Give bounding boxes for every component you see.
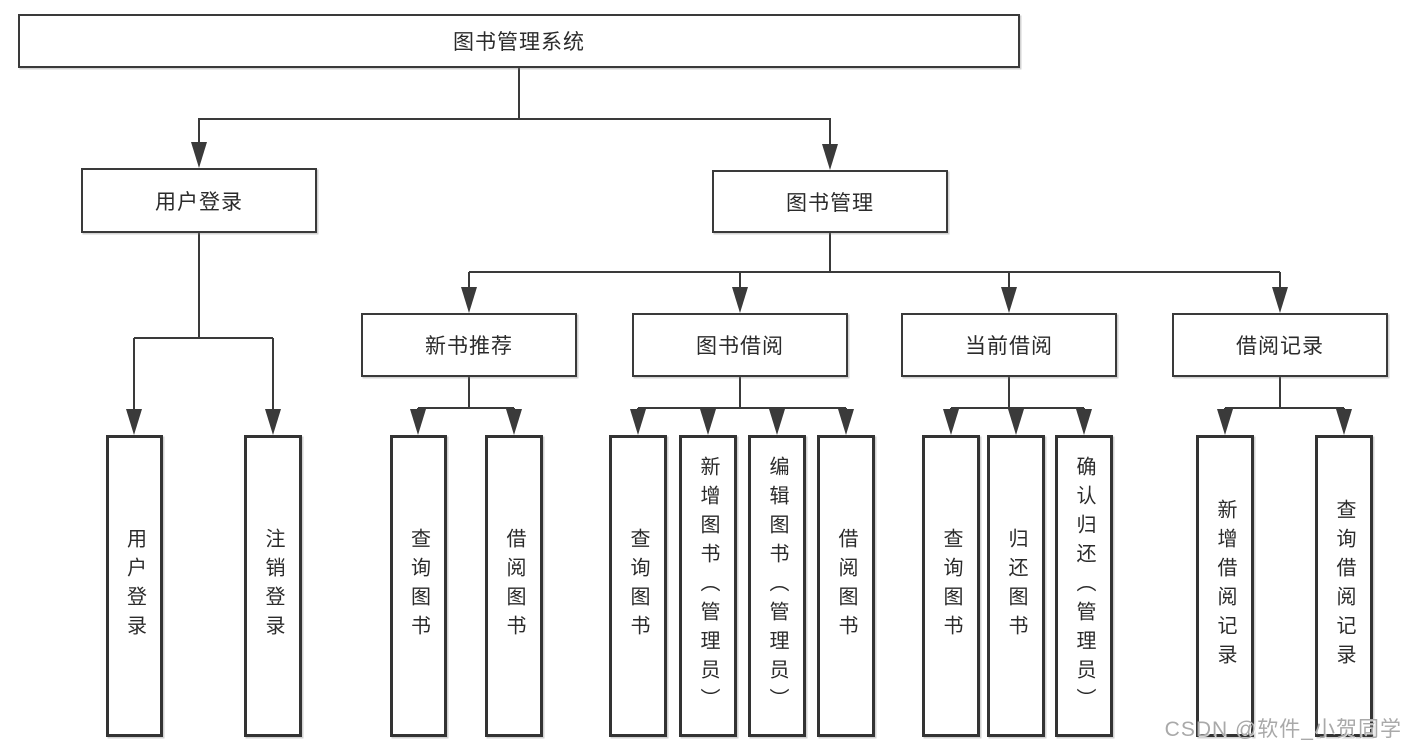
leaf-borrow-query-book-label: 查询图书 [627,528,649,644]
node-new-book-recommend: 新书推荐 [361,313,577,377]
leaf-logout: 注销登录 [244,435,302,737]
leaf-current-return-book: 归还图书 [987,435,1045,737]
leaf-borrow-borrow-book: 借阅图书 [817,435,875,737]
arrowheads [126,142,1352,435]
node-borrow-record: 借阅记录 [1172,313,1388,377]
node-current-borrow: 当前借阅 [901,313,1117,377]
leaf-borrow-add-book-admin: 新增图书（管理员） [679,435,737,737]
node-book-management-label: 图书管理 [786,191,874,215]
node-root: 图书管理系统 [18,14,1020,68]
leaf-borrow-query-book: 查询图书 [609,435,667,737]
leaf-newbook-query-book: 查询图书 [390,435,447,737]
node-user-login-label: 用户登录 [155,190,243,214]
node-user-login: 用户登录 [81,168,317,233]
leaf-user-login: 用户登录 [106,435,163,737]
leaf-user-login-label: 用户登录 [123,528,146,644]
leaf-borrow-add-book-admin-label: 新增图书（管理员） [697,455,719,717]
leaf-logout-label: 注销登录 [262,528,284,644]
leaf-borrow-borrow-book-label: 借阅图书 [835,528,857,644]
leaf-current-confirm-return-admin: 确认归还（管理员） [1055,435,1113,737]
leaf-borrow-edit-book-admin-label: 编辑图书（管理员） [766,455,788,717]
node-book-management: 图书管理 [712,170,948,233]
leaf-newbook-borrow-book: 借阅图书 [485,435,543,737]
csdn-watermark: CSDN @软件_小贺同学 [1164,718,1402,741]
node-current-borrow-label: 当前借阅 [965,335,1053,358]
leaf-record-add-record: 新增借阅记录 [1196,435,1254,737]
leaf-borrow-edit-book-admin: 编辑图书（管理员） [748,435,806,737]
leaf-record-query-record-label: 查询借阅记录 [1333,499,1355,673]
node-root-label: 图书管理系统 [453,31,585,54]
node-book-borrow-label: 图书借阅 [696,335,784,358]
leaf-record-query-record: 查询借阅记录 [1315,435,1373,737]
leaf-current-return-book-label: 归还图书 [1005,528,1027,644]
leaf-record-add-record-label: 新增借阅记录 [1214,499,1236,673]
node-new-book-recommend-label: 新书推荐 [425,335,513,358]
leaf-newbook-query-book-label: 查询图书 [407,528,430,644]
leaf-current-query-book: 查询图书 [922,435,980,737]
node-book-borrow: 图书借阅 [632,313,848,377]
leaf-current-confirm-return-admin-label: 确认归还（管理员） [1073,455,1095,717]
node-borrow-record-label: 借阅记录 [1236,335,1324,358]
leaf-current-query-book-label: 查询图书 [940,528,962,644]
leaf-newbook-borrow-book-label: 借阅图书 [503,528,525,644]
